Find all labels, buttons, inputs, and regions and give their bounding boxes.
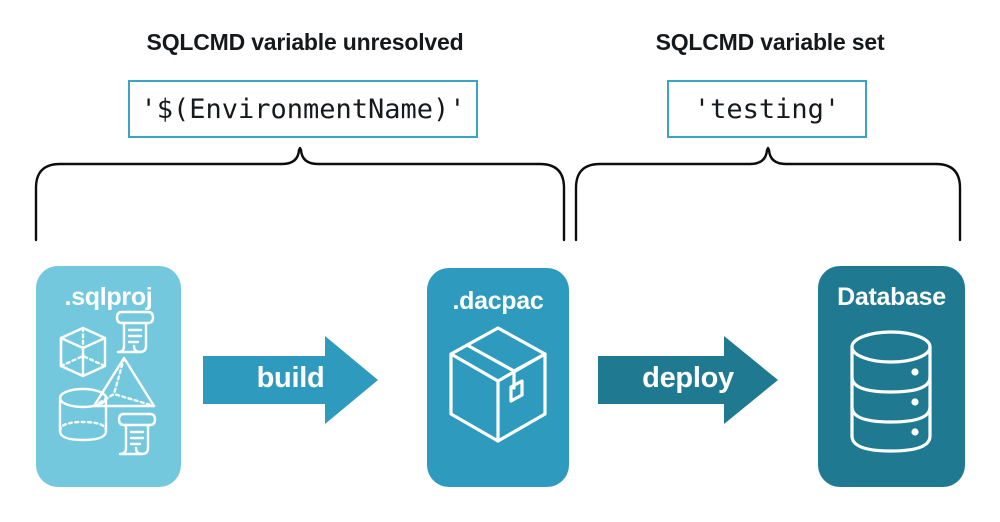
cylinder-icon [58, 387, 108, 442]
deploy-arrow-label: deploy [642, 362, 734, 394]
pyramid-icon [92, 356, 156, 408]
sqlcmd-variable-unresolved-box: '$(EnvironmentName)' [128, 80, 478, 138]
cube-icon [59, 326, 107, 378]
pipeline-stage-dacpac: .dacpac [427, 268, 569, 487]
brace-dacpac-to-database [574, 146, 962, 242]
annotation-heading-right: SQLCMD variable set [655, 29, 885, 55]
sqlcmd-variable-set-value: 'testing' [693, 93, 841, 125]
pipeline-stage-sqlproj-label: .sqlproj [64, 283, 153, 311]
brace-sqlproj-to-dacpac [34, 146, 566, 242]
scroll-icon-top [115, 310, 155, 354]
deploy-arrow [598, 336, 778, 424]
scroll-icon-bottom [117, 412, 157, 456]
pipeline-stage-dacpac-label: .dacpac [452, 287, 544, 315]
project-shapes-icon [58, 310, 157, 456]
build-arrow [203, 336, 378, 424]
database-cylinder-icon [850, 330, 932, 453]
pipeline-stage-database: Database [818, 266, 965, 487]
database-status-dots [911, 368, 919, 436]
sqlcmd-variable-set-box: 'testing' [667, 80, 867, 138]
pipeline-stage-database-label: Database [837, 283, 946, 311]
sqlcmd-variable-unresolved-value: '$(EnvironmentName)' [140, 93, 466, 125]
package-box-icon [449, 326, 547, 443]
pipeline-stage-sqlproj: .sqlproj [36, 266, 181, 487]
build-arrow-label: build [256, 362, 325, 394]
annotation-heading-left: SQLCMD variable unresolved [146, 29, 464, 55]
